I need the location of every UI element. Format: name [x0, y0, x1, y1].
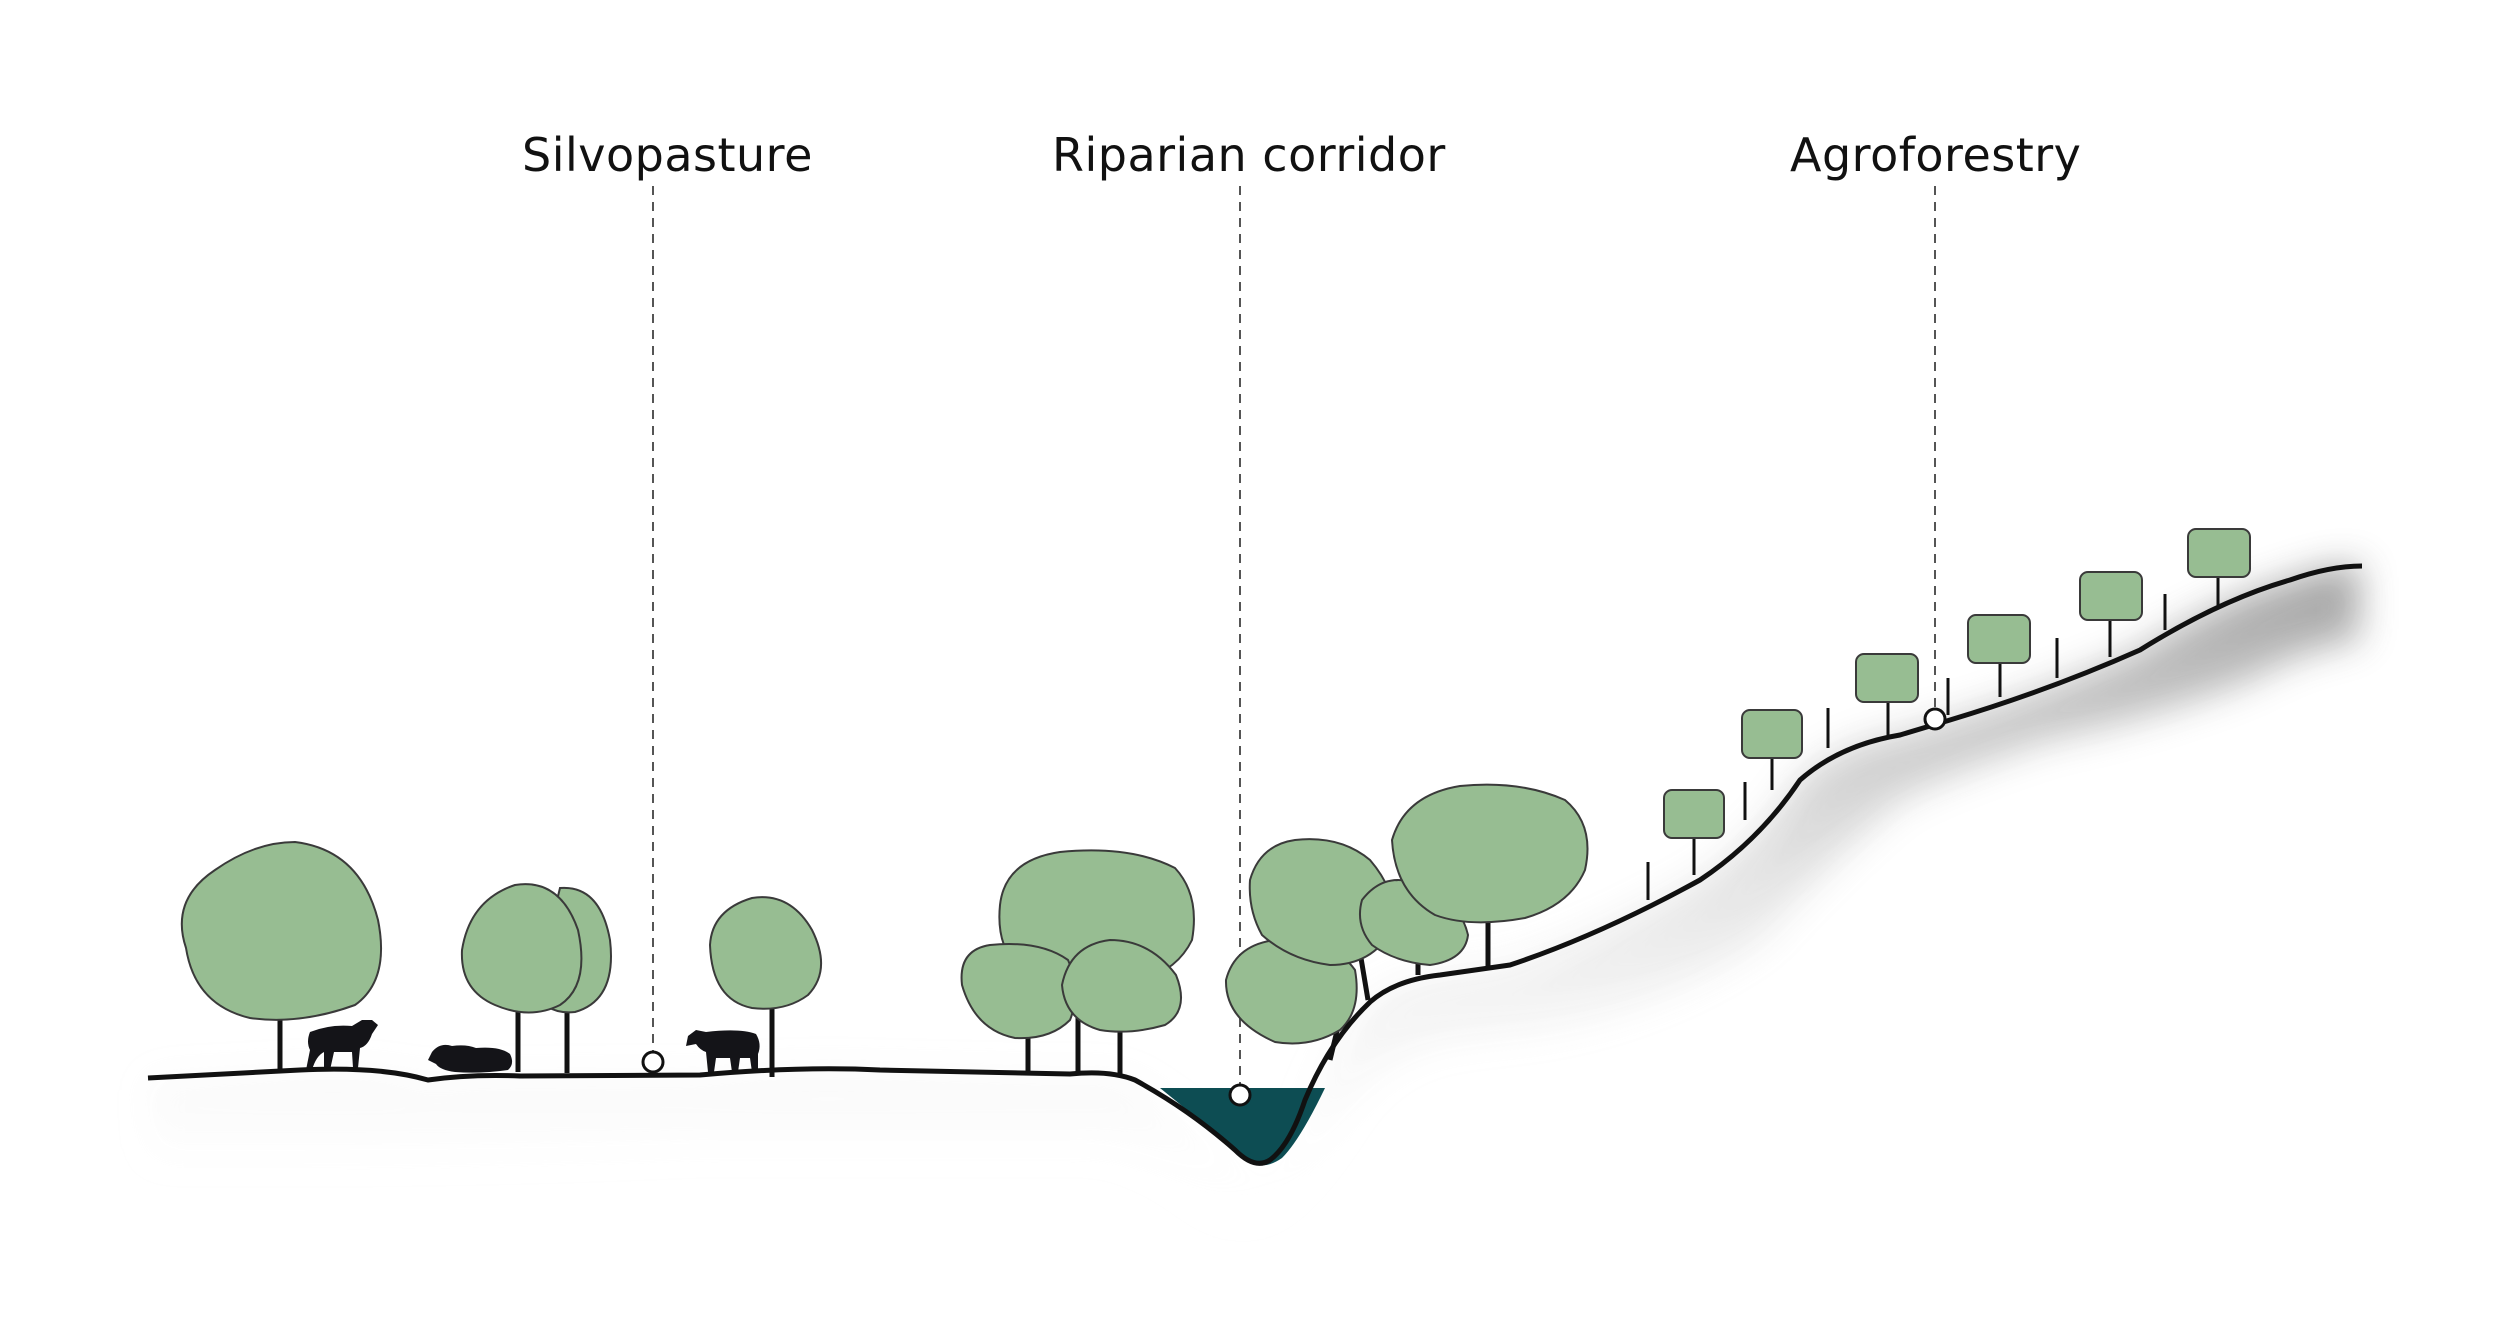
agroforestry-rows [1646, 528, 2251, 900]
tree-icon [460, 883, 583, 1014]
tree-icon [960, 943, 1077, 1040]
tree-icon [2187, 528, 2251, 578]
cattle [306, 1020, 760, 1073]
riparian-trees [960, 783, 1589, 1075]
tree-icon [1967, 614, 2031, 664]
silvopasture-label: Silvopasture [522, 128, 813, 182]
cow-icon [428, 1044, 513, 1073]
tree-icon [180, 840, 382, 1021]
agroforestry-label: Agroforestry [1790, 128, 2082, 182]
tree-icon [1741, 709, 1803, 759]
riparian-marker-icon [1228, 1083, 1252, 1107]
tree-icon [2079, 571, 2143, 621]
tree-icon [1855, 653, 1919, 703]
cow-icon [686, 1030, 760, 1072]
silvopasture-trees [180, 840, 823, 1077]
terrain-line [147, 563, 2363, 1166]
tree-icon [1390, 783, 1589, 924]
agroforestry-marker-icon [1923, 707, 1947, 731]
silvopasture-marker-icon [641, 1050, 665, 1074]
tree-icon [1663, 789, 1725, 839]
tree-icon [1060, 938, 1183, 1033]
tree-icon [708, 896, 823, 1010]
riparian-corridor-label: Riparian corridor [1052, 128, 1446, 182]
cow-icon [306, 1020, 378, 1070]
